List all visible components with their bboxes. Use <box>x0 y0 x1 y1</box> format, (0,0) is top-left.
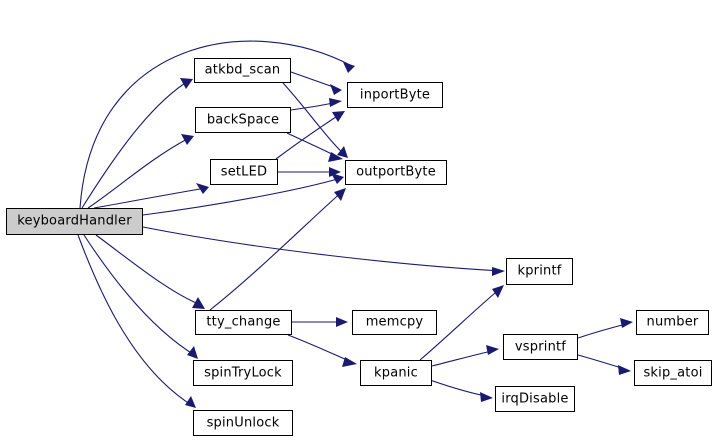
graph-node-spinUnlock[interactable]: spinUnlock <box>193 410 293 436</box>
edge-keyboardHandler-to-spinTryLock <box>83 234 198 359</box>
arrowhead-icon <box>492 285 504 298</box>
graph-node-label: kpanic <box>374 365 418 380</box>
edge-keyboardHandler-to-setLED <box>93 183 209 209</box>
arrowhead-icon <box>192 297 205 309</box>
graph-node-kprintf[interactable]: kprintf <box>506 258 573 285</box>
arrowhead-icon <box>492 267 505 276</box>
edge-keyboardHandler-to-atkbd_scan <box>81 78 193 209</box>
edge-keyboardHandler-to-tty_change <box>95 234 205 309</box>
arrowhead-icon <box>181 134 194 145</box>
graph-node-vsprintf[interactable]: vsprintf <box>503 334 578 360</box>
graph-node-number[interactable]: number <box>636 310 709 335</box>
graph-node-label: tty_change <box>206 314 281 330</box>
arrowhead-icon <box>187 346 198 359</box>
graph-node-inportByte[interactable]: inportByte <box>347 82 443 108</box>
arrowhead-icon <box>185 396 196 408</box>
graph-node-label: setLED <box>220 164 268 179</box>
graph-node-skip_atoi[interactable]: skip_atoi <box>634 360 712 386</box>
graph-node-spinTryLock[interactable]: spinTryLock <box>193 360 293 386</box>
arrowhead-icon <box>329 98 342 107</box>
graph-node-kpanic[interactable]: kpanic <box>360 360 432 386</box>
edge-backSpace-to-inportByte <box>290 98 342 111</box>
graph-node-label: memcpy <box>365 314 424 330</box>
arrowhead-icon <box>342 357 357 367</box>
arrowhead-icon <box>343 62 355 73</box>
graph-node-label: spinTryLock <box>204 365 282 380</box>
edge-setLED-to-outportByte <box>278 167 341 177</box>
graph-node-keyboardHandler[interactable]: keyboardHandler <box>6 208 143 235</box>
edge-atkbd_scan-to-outportByte <box>282 82 348 158</box>
arrowhead-icon <box>618 365 631 375</box>
edge-keyboardHandler-to-backSpace <box>87 134 194 209</box>
arrowhead-icon <box>334 188 346 201</box>
graph-node-label: outportByte <box>356 164 436 180</box>
graph-node-outportByte[interactable]: outportByte <box>345 160 447 185</box>
graph-node-label: spinUnlock <box>206 415 280 430</box>
arrowhead-icon <box>336 317 348 327</box>
graph-node-irqDisable[interactable]: irqDisable <box>495 386 575 412</box>
graph-node-label: vsprintf <box>514 339 567 354</box>
graph-node-atkbd_scan[interactable]: atkbd_scan <box>194 58 291 83</box>
arrowhead-icon <box>331 173 344 184</box>
edge-kpanic-to-kprintf <box>419 285 504 361</box>
graph-node-label: keyboardHandler <box>17 213 132 229</box>
edge-tty_change-to-outportByte <box>209 188 346 311</box>
edge-vsprintf-to-number <box>577 318 633 339</box>
graph-node-label: inportByte <box>359 87 431 102</box>
graph-node-backSpace[interactable]: backSpace <box>195 107 291 133</box>
arrowhead-icon <box>332 111 345 122</box>
arrowhead-icon <box>480 392 493 402</box>
graph-node-label: atkbd_scan <box>204 62 281 78</box>
graph-node-memcpy[interactable]: memcpy <box>352 310 437 335</box>
edge-backSpace-to-outportByte <box>286 132 343 162</box>
arrowhead-icon <box>620 318 633 328</box>
edge-kpanic-to-irqDisable <box>429 379 493 402</box>
arrowhead-icon <box>328 152 343 162</box>
arrowhead-icon <box>337 146 348 158</box>
arrowhead-icon <box>330 84 342 95</box>
edge-keyboardHandler-to-inportByte <box>79 40 355 209</box>
edge-vsprintf-to-skip_atoi <box>577 354 631 375</box>
edge-kpanic-to-vsprintf <box>431 345 499 367</box>
edge-keyboardHandler-to-spinUnlock <box>77 234 196 408</box>
graph-node-label: skip_atoi <box>643 365 703 380</box>
graph-node-label: kprintf <box>517 263 562 279</box>
edge-atkbd_scan-to-inportByte <box>290 71 342 95</box>
arrowhead-icon <box>180 78 193 89</box>
edge-keyboardHandler-to-outportByte <box>142 173 344 216</box>
graph-node-setLED[interactable]: setLED <box>210 159 278 185</box>
graph-node-label: backSpace <box>206 112 280 127</box>
arrowhead-icon <box>196 183 209 194</box>
graph-node-label: number <box>646 314 699 330</box>
arrowhead-icon <box>486 345 499 355</box>
edge-setLED-to-inportByte <box>275 111 345 160</box>
graph-node-tty_change[interactable]: tty_change <box>195 310 292 335</box>
arrowhead-icon <box>329 167 341 177</box>
edge-tty_change-to-memcpy <box>292 317 348 327</box>
edge-keyboardHandler-to-kprintf <box>142 226 505 276</box>
edge-tty_change-to-kpanic <box>287 334 357 367</box>
graph-node-label: irqDisable <box>501 391 569 406</box>
